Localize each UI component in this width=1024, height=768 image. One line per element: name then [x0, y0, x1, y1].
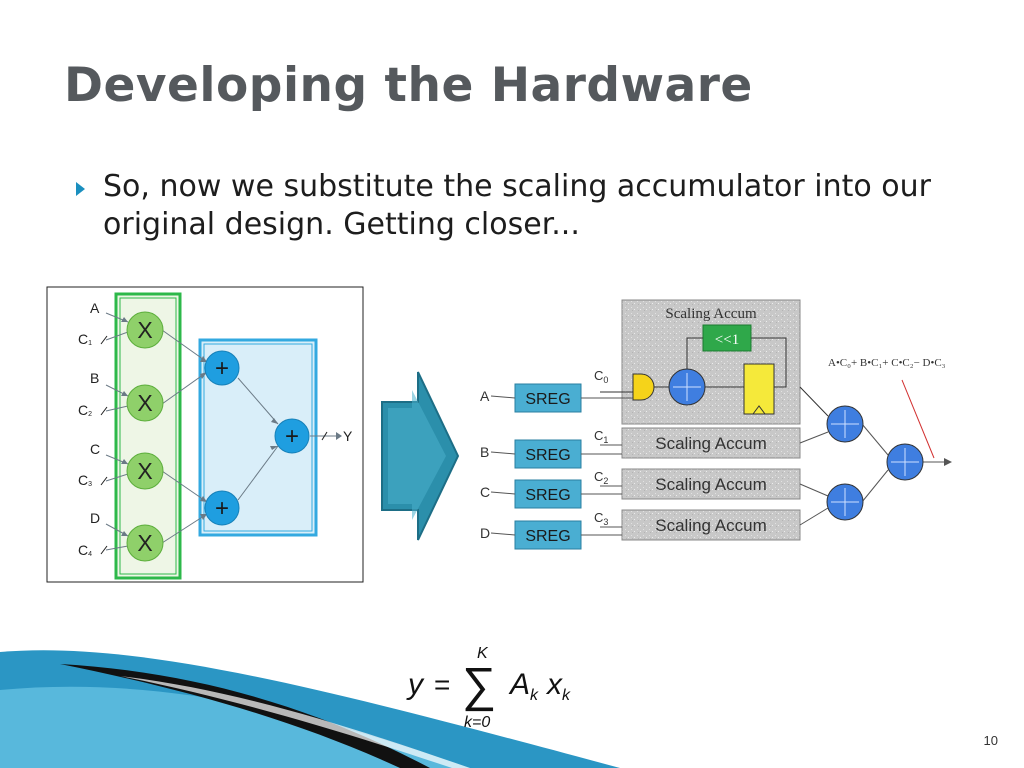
coeff-c0: C0 [594, 368, 608, 385]
sreg-a-label: SREG [525, 391, 570, 408]
sreg-d-label: SREG [525, 528, 570, 545]
bullet-text: So, now we substitute the scaling accumu… [103, 169, 931, 242]
scaling-accum-2-label: Scaling Accum [655, 434, 767, 453]
input-d-label: D [90, 510, 100, 526]
multiplier-4 [126, 524, 164, 562]
coeff-2-label: C2 [78, 402, 92, 418]
slide-title: Developing the Hardware [64, 58, 753, 113]
formula-term-a: Ak [508, 668, 539, 704]
bullet-arrow-icon [76, 182, 85, 196]
formula-lhs: y [406, 668, 425, 701]
input-c-label: C [90, 441, 100, 457]
formula-sum-symbol: ∑ [462, 659, 496, 712]
sreg-input-b: B [480, 444, 489, 460]
output-y-label: Y [343, 428, 353, 444]
sreg-d [514, 520, 582, 550]
expression-pointer [901, 379, 935, 459]
sreg-c [514, 479, 582, 509]
coeff-c2: C2 [594, 469, 608, 486]
sreg-b-label: SREG [525, 447, 570, 464]
scaling-accum-3-label: Scaling Accum [655, 475, 767, 494]
sreg-input-d: D [480, 525, 490, 541]
shift-left-block [702, 324, 752, 352]
coeff-c3: C3 [594, 510, 608, 527]
scaling-accum-4 [621, 509, 801, 541]
adder-2-label: + [215, 495, 229, 522]
sreg-a [514, 383, 582, 413]
and-gate [632, 373, 655, 401]
coeff-3-label: C3 [78, 472, 92, 488]
scaling-accum-3 [621, 468, 801, 500]
multiplier-1-label: X [137, 317, 152, 343]
coeff-4-label: C4 [78, 542, 92, 558]
coeff-c1: C1 [594, 428, 608, 445]
formula-equals: = [434, 669, 450, 700]
input-b-label: B [90, 370, 99, 386]
shift-left-label: <<1 [715, 332, 739, 348]
scaling-accum-4-label: Scaling Accum [655, 516, 767, 535]
sreg-input-c: C [480, 484, 490, 500]
formula-term-x: xk [545, 668, 571, 704]
input-a-label: A [90, 300, 100, 316]
output-expression: A•C₀+ B•C₁+ C•C₂− D•C₃ [828, 357, 946, 369]
adder-2 [204, 490, 240, 526]
formula-sum-upper: K [477, 645, 489, 662]
formula-sum-lower: k=0 [464, 714, 490, 731]
multiplier-3 [126, 452, 164, 490]
multiplier-2 [126, 384, 164, 422]
scaling-accum-2 [621, 427, 801, 459]
multiplier-4-label: X [137, 530, 152, 556]
sreg-c-label: SREG [525, 487, 570, 504]
adder-1-label: + [215, 355, 229, 382]
coeff-1-label: C1 [78, 331, 92, 347]
multiplier-3-label: X [137, 458, 152, 484]
multiplier-1 [126, 311, 164, 349]
adder-3 [274, 418, 310, 454]
adder-1 [204, 350, 240, 386]
page-number: 10 [983, 733, 998, 748]
sreg-input-a: A [480, 388, 490, 404]
scaling-accum-expanded-title: Scaling Accum [665, 306, 757, 322]
adder-3-label: + [285, 423, 299, 450]
multiplier-2-label: X [137, 390, 152, 416]
